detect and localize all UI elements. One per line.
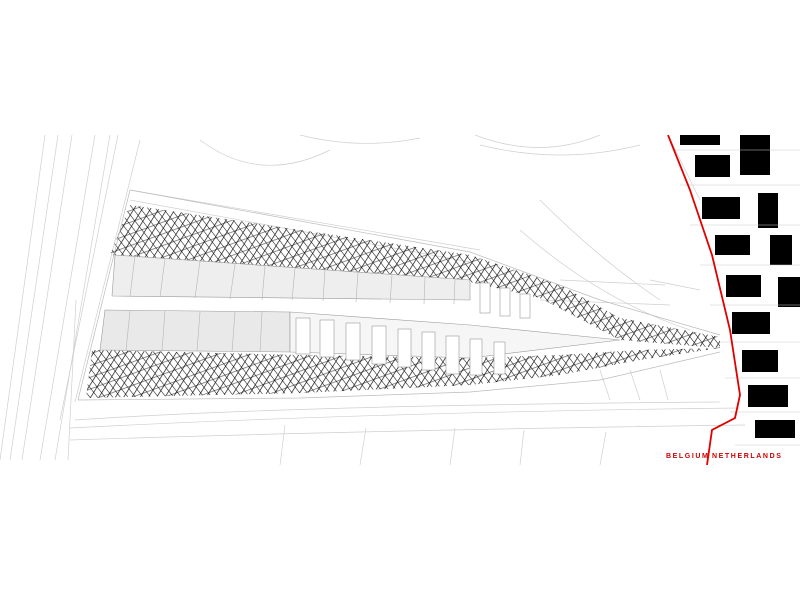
national-border-line (667, 135, 741, 465)
context-linework (0, 135, 746, 465)
border-label-netherlands: NETHERLANDS (712, 453, 783, 460)
site-outline (77, 189, 721, 401)
residential-buildings (680, 135, 800, 438)
pier-blocks (295, 282, 531, 376)
border-label-belgium: BELGIUM (666, 453, 710, 460)
map-sheet (0, 135, 800, 465)
lower-hatched-band (86, 348, 720, 398)
